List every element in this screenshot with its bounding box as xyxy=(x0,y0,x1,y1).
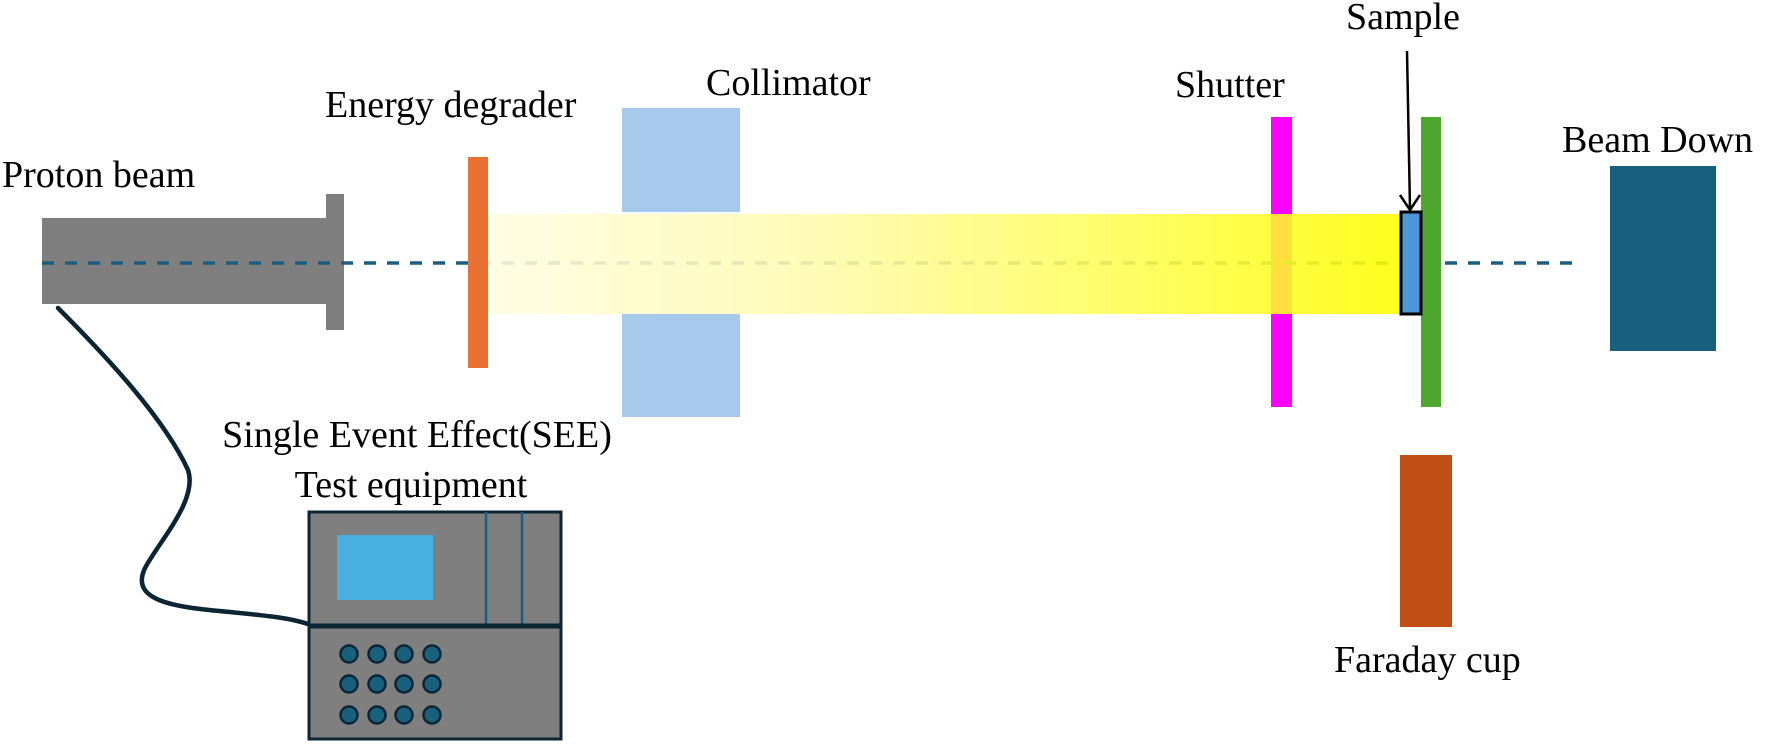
beam-pipe xyxy=(42,218,332,304)
faraday-plate xyxy=(1421,117,1441,407)
label-sample: Sample xyxy=(1346,0,1460,38)
label-energy-degrader: Energy degrader xyxy=(325,84,577,126)
label-collimator: Collimator xyxy=(706,62,871,104)
collimator xyxy=(622,108,740,417)
equipment-screen xyxy=(337,535,433,600)
label-see-line2: Test equipment xyxy=(295,464,528,506)
equipment-button xyxy=(339,644,359,664)
equipment-button xyxy=(394,674,414,694)
label-shutter: Shutter xyxy=(1175,64,1285,106)
beam-pipe-flange xyxy=(326,194,344,330)
equipment-button xyxy=(394,705,414,725)
sample-arrow xyxy=(1398,50,1422,213)
see-test-equipment xyxy=(307,510,563,741)
equipment-keypad xyxy=(339,644,442,725)
equipment-button xyxy=(422,674,442,694)
collimator-upper-jaw xyxy=(622,108,740,212)
faraday-cup xyxy=(1400,455,1452,627)
collimator-lower-jaw xyxy=(622,314,740,417)
label-see-line1: Single Event Effect(SEE) xyxy=(222,414,612,456)
equipment-button xyxy=(394,644,414,664)
sample xyxy=(1399,210,1423,316)
equipment-button xyxy=(422,644,442,664)
signal-cable xyxy=(55,305,311,627)
equipment-button xyxy=(422,705,442,725)
equipment-button xyxy=(339,705,359,725)
equipment-button xyxy=(367,674,387,694)
equipment-button xyxy=(367,644,387,664)
equipment-button xyxy=(339,674,359,694)
label-beam-down: Beam Down xyxy=(1562,119,1753,161)
proton-beam-source xyxy=(42,194,344,330)
label-proton-beam: Proton beam xyxy=(2,154,195,196)
label-faraday-cup: Faraday cup xyxy=(1334,639,1521,681)
proton-beam xyxy=(488,214,1401,314)
equipment-button xyxy=(367,705,387,725)
energy-degrader xyxy=(468,157,488,368)
beam-down-dump xyxy=(1610,166,1716,351)
